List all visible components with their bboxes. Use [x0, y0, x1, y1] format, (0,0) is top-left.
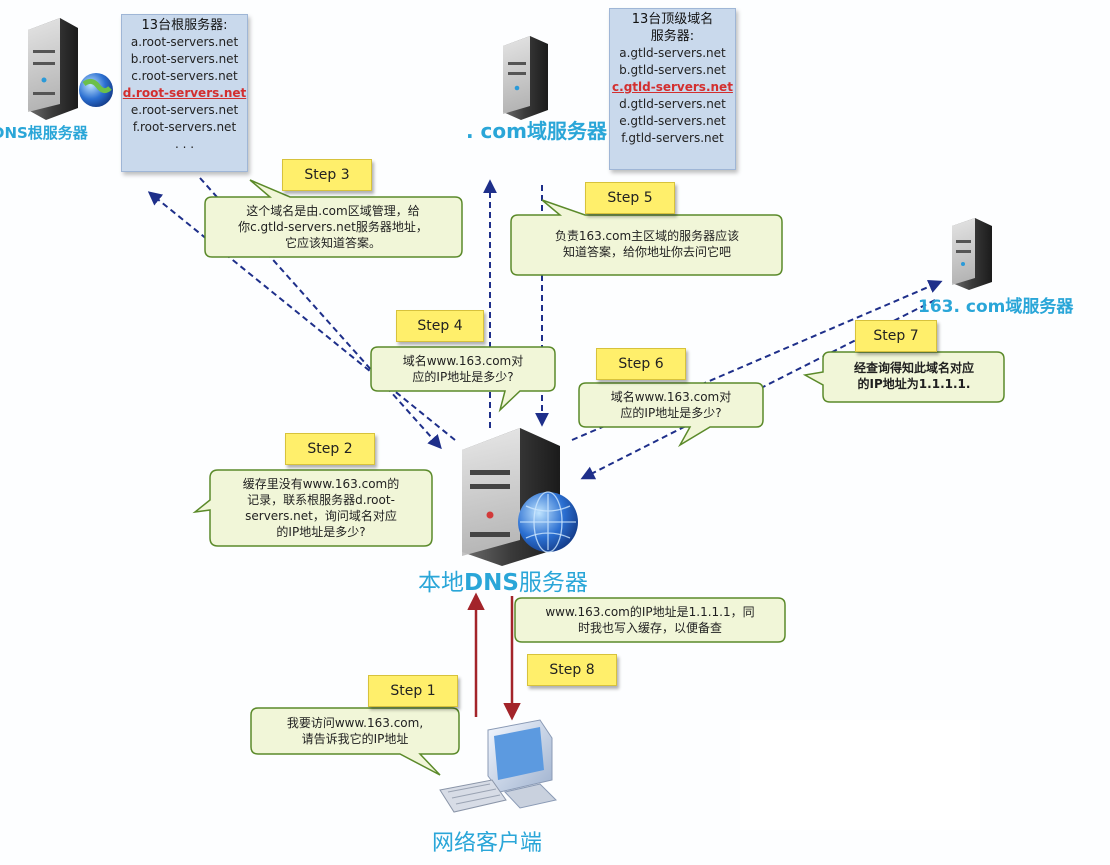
bubble-line: servers.net，询问域名对应: [245, 509, 397, 523]
local-dns-server-icon: [462, 428, 578, 566]
com-list-item: b.gtld-servers.net: [619, 63, 726, 77]
bubble-line: 域名www.163.com对: [610, 390, 732, 404]
bubble-step2: [192, 469, 433, 547]
bubble-line: 应的IP地址是多少?: [412, 370, 514, 384]
bubble-step6: [578, 382, 764, 448]
root-list-item-highlight: d.root-servers.net: [122, 86, 247, 100]
bubble-line: 这个域名是由.com区域管理，给: [246, 204, 420, 218]
step-7-label: Step 7: [855, 320, 937, 352]
root-server-label: DNS根服务器: [0, 124, 88, 142]
bubble-line: 负责163.com主区域的服务器应该: [554, 229, 740, 243]
bubble-step7: [802, 351, 1005, 403]
com-list-item: d.gtld-servers.net: [619, 97, 726, 111]
step-4-label: Step 4: [396, 310, 484, 342]
bubble-step8: [514, 597, 786, 643]
blank-area: [740, 720, 980, 830]
bubble-step5-text: 负责163.com主区域的服务器应该 知道答案，给你地址你去问它吧: [514, 228, 780, 260]
client-computer-icon: [439, 719, 557, 813]
root-list-item: a.root-servers.net: [130, 35, 239, 49]
bubble-step1: [250, 707, 460, 776]
bubble-step3: [204, 179, 463, 258]
bubble-step4: [370, 346, 556, 413]
com-list-item: e.gtld-servers.net: [619, 114, 726, 128]
bubble-line: 经查询得知此域名对应: [853, 361, 974, 375]
bubble-step3-text: 这个域名是由.com区域管理，给 你c.gtld-servers.net服务器地…: [208, 203, 458, 251]
com-server-label: . com域服务器: [466, 119, 607, 143]
local-dns-label: 本地DNS服务器: [418, 563, 588, 597]
local-dns-label-prefix: 本地: [418, 570, 464, 596]
bubble-line: 你c.gtld-servers.net服务器地址，: [238, 220, 428, 234]
bubble-line: 的IP地址是多少?: [276, 525, 366, 539]
com-server-list: 13台顶级域名 服务器: a.gtld-servers.net b.gtld-s…: [609, 8, 736, 170]
bubble-line: 应的IP地址是多少?: [620, 406, 722, 420]
bubble-line: 知道答案，给你地址你去问它吧: [562, 245, 731, 259]
step-2-label: Step 2: [285, 433, 375, 465]
bubbles: [192, 179, 1005, 776]
client-label: 网络客户端: [432, 831, 543, 856]
root-list-item: b.root-servers.net: [130, 52, 239, 66]
step-8-label: Step 8: [527, 654, 617, 686]
bubble-line: www.163.com的IP地址是1.1.1.1，同: [545, 605, 755, 619]
step-5-label: Step 5: [585, 182, 675, 214]
com-list-title: 服务器:: [650, 29, 695, 44]
step-6-label: Step 6: [596, 348, 686, 380]
bubble-line: 我要访问www.163.com,: [286, 716, 424, 730]
bubble-line: 请告诉我它的IP地址: [301, 732, 409, 746]
bubble-step7-text: 经查询得知此域名对应 的IP地址为1.1.1.1.: [826, 360, 1002, 392]
bubble-line: 时我也写入缓存，以便备查: [577, 621, 722, 635]
bubble-step8-text: www.163.com的IP地址是1.1.1.1，同 时我也写入缓存，以便备查: [518, 604, 782, 636]
bubble-step5: [510, 199, 783, 276]
com-server-icon: [503, 36, 548, 120]
bubble-step1-text: 我要访问www.163.com, 请告诉我它的IP地址: [254, 715, 456, 747]
root-server-list: 13台根服务器: a.root-servers.net b.root-serve…: [121, 14, 248, 172]
root-list-ellipsis: . . .: [174, 137, 195, 151]
com-list-item: a.gtld-servers.net: [619, 46, 726, 60]
com-list-item: f.gtld-servers.net: [621, 131, 724, 145]
server-163-icon: [952, 218, 992, 290]
root-list-item: e.root-servers.net: [130, 103, 239, 117]
bubble-step2-text: 缓存里没有www.163.com的 记录，联系根服务器d.root- serve…: [213, 476, 429, 540]
root-server-icon: [28, 18, 113, 120]
root-list-item: c.root-servers.net: [131, 69, 238, 83]
local-dns-label-suffix: 服务器: [518, 570, 588, 596]
step-1-label: Step 1: [368, 675, 458, 707]
root-list-item: f.root-servers.net: [132, 120, 237, 134]
com-list-title: 13台顶级域名: [631, 12, 714, 27]
bubble-line: 缓存里没有www.163.com的: [242, 477, 400, 491]
bubble-line: 记录，联系根服务器d.root-: [247, 493, 395, 507]
server-163-label: 163. com域服务器: [918, 297, 1074, 317]
bubble-step6-text: 域名www.163.com对 应的IP地址是多少?: [582, 389, 760, 421]
root-list-title: 13台根服务器:: [141, 18, 228, 33]
bubble-line: 的IP地址为1.1.1.1.: [857, 377, 971, 391]
bubble-line: 域名www.163.com对: [402, 354, 524, 368]
step-3-label: Step 3: [282, 159, 372, 191]
bubble-step4-text: 域名www.163.com对 应的IP地址是多少?: [374, 353, 552, 385]
local-dns-label-bold: DNS: [464, 570, 519, 596]
com-list-item-highlight: c.gtld-servers.net: [612, 80, 733, 94]
bubble-line: 它应该知道答案。: [284, 236, 381, 250]
